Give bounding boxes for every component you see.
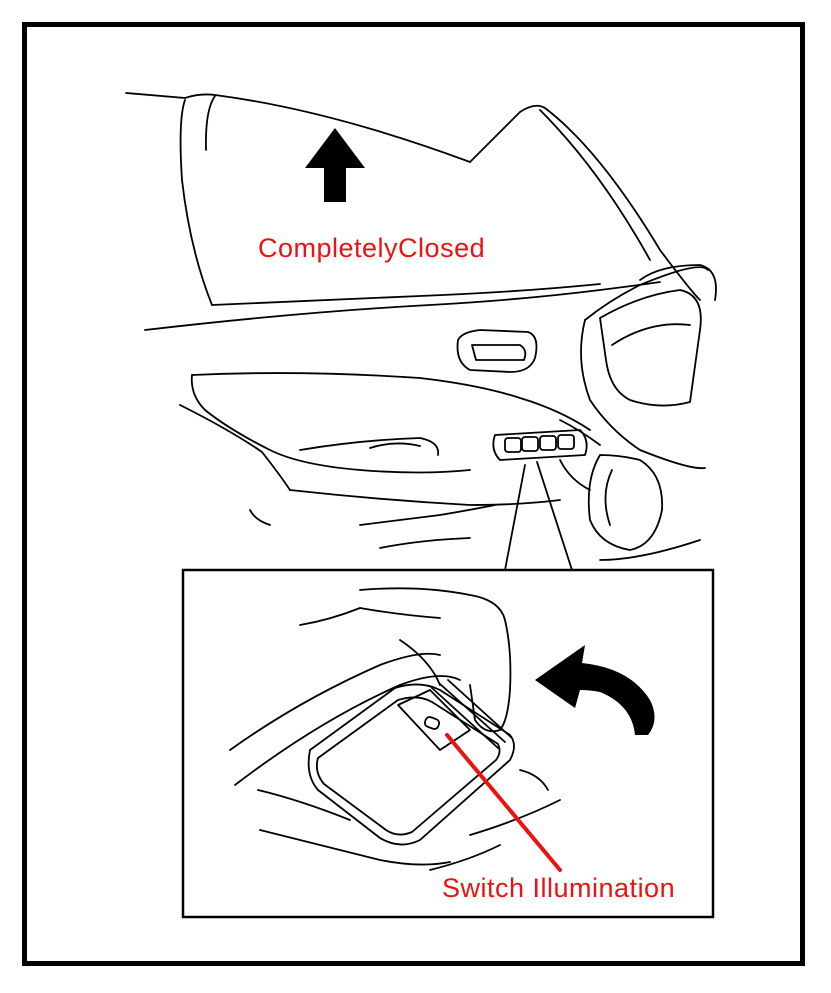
up-arrow-icon <box>305 128 365 202</box>
window-glass <box>125 92 471 163</box>
door-top-rail <box>144 281 661 331</box>
completely-closed-label: CompletelyClosed <box>258 233 486 263</box>
switch-bezel <box>307 683 515 846</box>
inset-switch-closeup <box>229 587 561 871</box>
steering-wheel <box>639 264 717 301</box>
finger <box>359 587 512 733</box>
illumination-pointer-line <box>445 733 562 872</box>
curved-arrow-icon <box>535 645 655 735</box>
inset-box <box>181 568 715 919</box>
door-handle <box>456 329 538 373</box>
switch-illumination-label: Switch Illumination <box>442 873 676 903</box>
